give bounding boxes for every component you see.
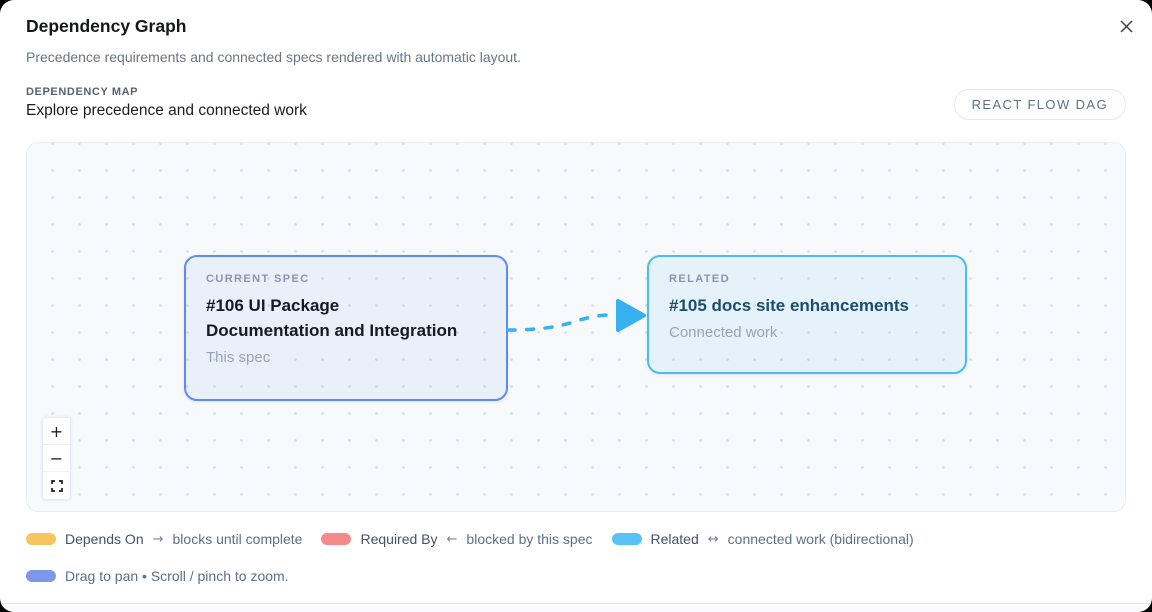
canvas-controls: + −	[43, 418, 70, 499]
section-heading: Explore precedence and connected work	[26, 102, 307, 119]
node-subtitle: This spec	[206, 349, 271, 366]
left-arrow-icon: ←	[446, 531, 458, 547]
close-button[interactable]	[1114, 14, 1138, 38]
node-title: #106 UI Package Documentation and Integr…	[206, 296, 458, 340]
node-title: #105 docs site enhancements	[669, 296, 910, 315]
page-subtitle: Precedence requirements and connected sp…	[26, 49, 521, 65]
legend-label: Depends On	[65, 531, 144, 547]
graph-canvas[interactable]: CURRENT SPEC #106 UI Package Documentati…	[26, 142, 1126, 512]
hint-text: Drag to pan • Scroll / pinch to zoom.	[65, 568, 289, 584]
related-swatch-icon	[611, 533, 642, 545]
close-icon	[1119, 19, 1133, 33]
legend-label: Required By	[360, 531, 438, 547]
node-current-spec[interactable]: CURRENT SPEC #106 UI Package Documentati…	[184, 255, 508, 401]
dialog-footer-edge	[0, 603, 1152, 612]
node-kind-label: CURRENT SPEC	[206, 273, 310, 285]
legend-item-required-by: Required By ← blocked by this spec	[321, 531, 593, 547]
legend-description: blocked by this spec	[466, 531, 593, 547]
depends-on-swatch-icon	[26, 533, 56, 545]
node-kind-label: RELATED	[669, 273, 730, 285]
legend-description: connected work (bidirectional)	[727, 531, 914, 547]
hint-swatch-icon	[26, 570, 56, 582]
edge-legend: Depends On → blocks until complete Requi…	[26, 531, 914, 547]
edge-dashed-line	[506, 313, 615, 332]
required-by-swatch-icon	[321, 533, 352, 545]
legend-item-depends-on: Depends On → blocks until complete	[26, 531, 302, 547]
pan-zoom-hint: Drag to pan • Scroll / pinch to zoom.	[26, 568, 289, 584]
zoom-in-button[interactable]: +	[43, 418, 70, 445]
edge-arrowhead-icon	[616, 299, 646, 332]
legend-description: blocks until complete	[172, 531, 303, 547]
zoom-out-button[interactable]: −	[43, 445, 70, 472]
fit-view-button[interactable]	[43, 472, 70, 499]
section-eyebrow: DEPENDENCY MAP	[26, 86, 139, 98]
node-subtitle: Connected work	[669, 324, 778, 341]
legend-label: Related	[650, 531, 699, 547]
node-related[interactable]: RELATED #105 docs site enhancements Conn…	[647, 255, 967, 374]
react-flow-dag-badge: REACT FLOW DAG	[953, 89, 1126, 120]
legend-item-related: Related ↔ connected work (bidirectional)	[611, 531, 914, 547]
fullscreen-icon	[50, 479, 63, 492]
page-title: Dependency Graph	[26, 16, 187, 36]
bidirectional-arrow-icon: ↔	[707, 531, 719, 547]
right-arrow-icon: →	[152, 531, 164, 547]
